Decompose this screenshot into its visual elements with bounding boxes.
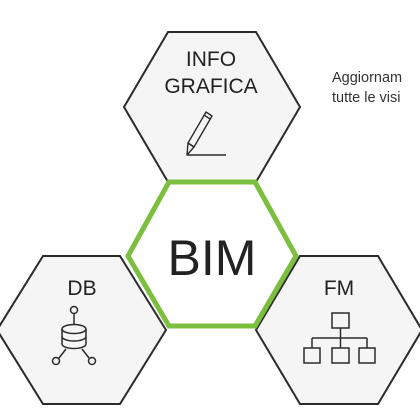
- org-chart-icon: [303, 312, 376, 364]
- hex-fm: FM: [254, 255, 420, 405]
- hex-fm-label: FM: [324, 277, 354, 300]
- hex-infografica: INFO GRAFICA: [122, 31, 302, 183]
- hex-bim: BIM: [125, 179, 299, 329]
- side-note: Aggiornam tutte le visi: [332, 68, 420, 108]
- pen-icon: [186, 111, 226, 156]
- hex-bim-shape: [125, 179, 299, 329]
- hex-db-label: DB: [67, 277, 96, 300]
- hex-db: DB: [0, 255, 168, 405]
- database-icon: [51, 305, 97, 366]
- hex-infografica-label-line1: INFO: [186, 48, 236, 71]
- hex-fm-shape: [254, 255, 420, 405]
- side-note-line2: tutte le visi: [332, 90, 401, 106]
- side-note-line1: Aggiornam: [332, 70, 403, 86]
- hex-infografica-label-line2: GRAFICA: [164, 75, 257, 98]
- hex-bim-label: BIM: [168, 230, 257, 286]
- hex-db-shape: [0, 255, 168, 405]
